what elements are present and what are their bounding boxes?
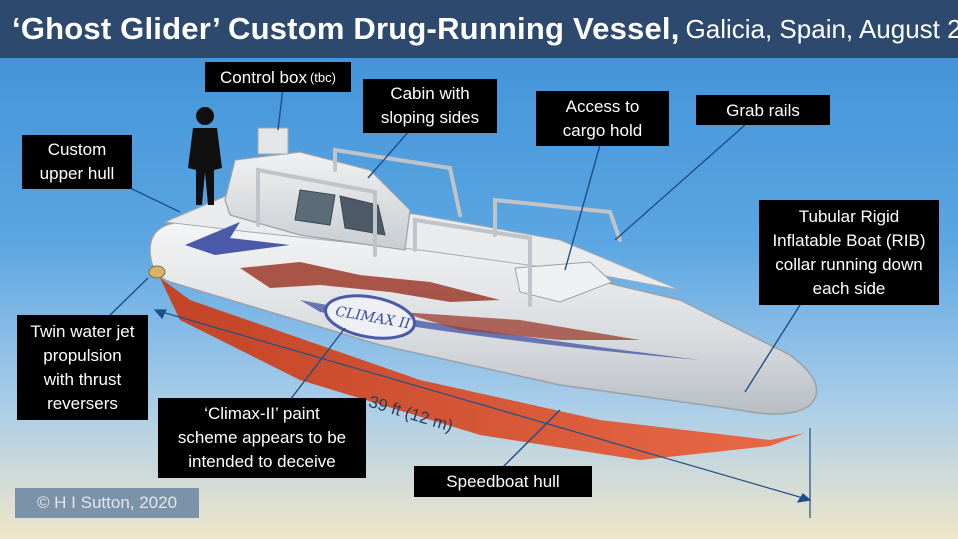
page-subtitle: Galicia, Spain, August 2020 bbox=[685, 13, 958, 44]
control-box bbox=[257, 127, 289, 155]
leader-lines bbox=[104, 87, 801, 471]
climax-logo-oval bbox=[324, 294, 416, 340]
label-grab-rails: Grab rails bbox=[696, 95, 830, 125]
grab-rails bbox=[256, 147, 622, 307]
paint-stripe-red bbox=[240, 262, 500, 302]
person-silhouette bbox=[188, 107, 222, 205]
paint-stripe-red-2 bbox=[400, 312, 640, 340]
cabin-window bbox=[294, 189, 336, 226]
page-title: ‘Ghost Glider’ Custom Drug-Running Vesse… bbox=[12, 11, 680, 46]
copyright-notice: © H I Sutton, 2020 bbox=[15, 488, 199, 518]
title-bar: ‘Ghost Glider’ Custom Drug-Running Vesse… bbox=[0, 0, 958, 58]
label-control-box: Control box(tbc) bbox=[205, 62, 351, 92]
dimension-line bbox=[153, 309, 812, 518]
paint-stripe-blue bbox=[185, 222, 290, 255]
label-speedboat-hull: Speedboat hull bbox=[414, 466, 592, 497]
cargo-hatch bbox=[514, 261, 613, 303]
water-jet-nozzle bbox=[148, 265, 166, 279]
speedboat-lower-hull bbox=[160, 278, 805, 460]
